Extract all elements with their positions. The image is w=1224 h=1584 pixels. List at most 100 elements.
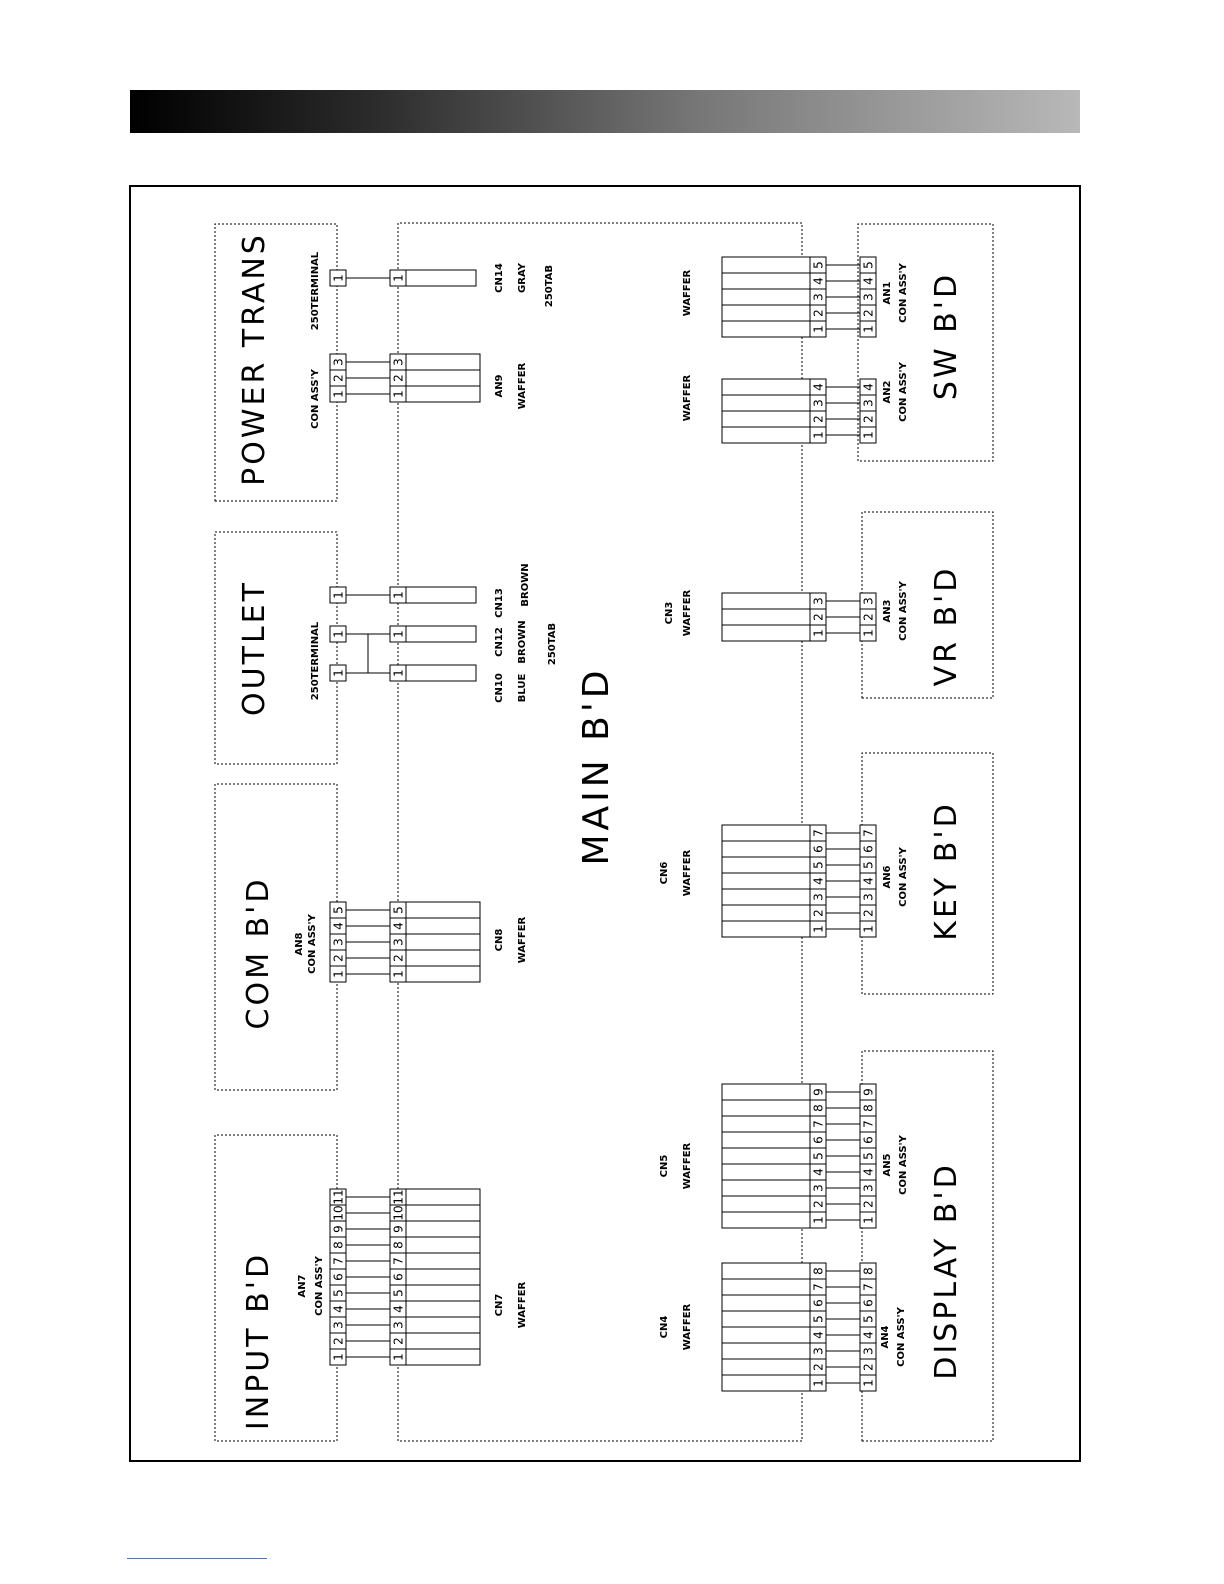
sw-a-con-pin-number: 4 <box>862 383 876 391</box>
cn5-main-pin-number: 3 <box>812 1184 826 1192</box>
label-sw-waffer-a: WAFFER <box>682 374 693 421</box>
cn4-con-pin-number: 4 <box>862 1331 876 1339</box>
cn7-housing-cell <box>405 1348 481 1366</box>
sw-b-con-pin-number: 4 <box>862 277 876 285</box>
cn7-housing-cell <box>405 1300 481 1318</box>
cn6-main-pin-number: 7 <box>812 829 826 837</box>
cn7-housing-cell <box>405 1252 481 1270</box>
cn7-con-pin-number: 10 <box>332 1205 346 1220</box>
cn5-housing-cell <box>721 1147 811 1165</box>
cn5-housing-cell <box>721 1163 811 1181</box>
label-cn4-type: WAFFER <box>682 1303 693 1350</box>
cn5-con-pin-number: 8 <box>862 1104 876 1112</box>
cn7-main-pin-number: 1 <box>392 1353 406 1361</box>
cn4-main-pin-number: 6 <box>812 1299 826 1307</box>
cn5-con-pin-number: 7 <box>862 1120 876 1128</box>
an9-con-pin-box <box>329 353 347 371</box>
cn12-tab-pin-number: 1 <box>392 630 406 638</box>
cn6-main-pin-number: 4 <box>812 877 826 885</box>
cn7-main-pin-number: 3 <box>392 1321 406 1329</box>
cn10-tab-pin-number: 1 <box>392 669 406 677</box>
cn3-main-pin-number: 3 <box>812 597 826 605</box>
cn5-main-pin-number: 6 <box>812 1136 826 1144</box>
sw-a-main-pin-number: 2 <box>812 415 826 423</box>
sw-b-main-pin-number: 2 <box>812 309 826 317</box>
cn7-main-pin-number: 5 <box>392 1289 406 1297</box>
label-an3-type: CON ASS'Y <box>898 580 909 640</box>
cn5-housing-cell <box>721 1179 811 1197</box>
label-an2-type: CON ASS'Y <box>898 361 909 421</box>
cn4-con-pin-number: 2 <box>862 1363 876 1371</box>
cn14-terminal-pin-box <box>329 269 347 287</box>
sw-a-housing-cell <box>721 394 811 412</box>
cn8-main-pin-number: 2 <box>392 954 406 962</box>
sw-b-housing-cell <box>721 272 811 290</box>
cn5-housing-cell <box>721 1131 811 1149</box>
board-label-power: POWER TRANS <box>237 232 272 486</box>
sw-a-con-pin-number: 2 <box>862 415 876 423</box>
cn6-housing-cell <box>721 872 811 890</box>
label-cn10-color: BLUE <box>517 674 528 703</box>
label-cn13-color: BROWN <box>520 563 531 606</box>
label-an7: AN7 <box>297 1274 308 1297</box>
cn5-main-pin-number: 4 <box>812 1168 826 1176</box>
cn7-con-pin-number: 2 <box>332 1337 346 1345</box>
cn4-housing-cell <box>721 1358 811 1376</box>
cn7-housing-cell <box>405 1204 481 1222</box>
board-label-main: MAIN B'D <box>576 667 617 866</box>
board-label-sw: SW B'D <box>929 272 964 400</box>
cn3-main-pin-number: 1 <box>812 629 826 637</box>
sw-b-con-pin-number: 1 <box>862 325 876 333</box>
cn8-con-pin-number: 3 <box>332 938 346 946</box>
cn7-housing-cell <box>405 1220 481 1238</box>
sw-a-housing-cell <box>721 410 811 428</box>
cn6-main-pin-number: 1 <box>812 925 826 933</box>
an9-housing-cell <box>405 353 481 371</box>
cn4-main-pin-number: 2 <box>812 1363 826 1371</box>
cn3-main-pin-number: 2 <box>812 613 826 621</box>
cn7-con-pin-number: 7 <box>332 1257 346 1265</box>
cn6-con-pin-box <box>859 824 877 842</box>
board-label-display: DISPLAY B'D <box>929 1162 964 1379</box>
label-cn14-color: GRAY <box>517 262 528 293</box>
sw-b-main-pin-number: 5 <box>812 261 826 269</box>
cn8-main-pin-number: 1 <box>392 970 406 978</box>
label-cn6-type: WAFFER <box>682 849 693 896</box>
cn5-con-pin-number: 5 <box>862 1152 876 1160</box>
cn4-main-pin-number: 4 <box>812 1331 826 1339</box>
label-outlet-tab: 250TAB <box>547 623 558 665</box>
label-cn10: CN10 <box>494 673 505 703</box>
cn13-terminal-pin-box <box>329 586 347 604</box>
cn6-main-pin-number: 5 <box>812 861 826 869</box>
cn6-housing-cell <box>721 904 811 922</box>
cn3-con-pin-number: 3 <box>862 597 876 605</box>
cn4-main-pin-number: 5 <box>812 1315 826 1323</box>
cn4-main-pin-box <box>809 1262 827 1280</box>
board-label-vr: VR B'D <box>929 566 964 687</box>
cn8-con-pin-number: 1 <box>332 970 346 978</box>
cn4-housing-cell <box>721 1342 811 1360</box>
cn13-terminal-pin-number: 1 <box>332 591 346 599</box>
an9-housing-cell <box>405 369 481 387</box>
an9-housing-cell <box>405 385 481 403</box>
cn5-main-pin-number: 2 <box>812 1200 826 1208</box>
label-an1-type: CON ASS'Y <box>898 262 909 322</box>
cn4-con-pin-number: 8 <box>862 1267 876 1275</box>
cn8-housing-cell <box>405 933 481 951</box>
sw-b-housing-cell <box>721 304 811 322</box>
cn6-housing-cell <box>721 824 811 842</box>
sw-b-con-pin-number: 5 <box>862 261 876 269</box>
cn7-housing-cell <box>405 1316 481 1334</box>
sw-b-con-pin-box <box>859 256 877 274</box>
label-an6-type: CON ASS'Y <box>898 846 909 906</box>
cn5-con-pin-number: 3 <box>862 1184 876 1192</box>
label-cn7-type: WAFFER <box>517 1281 528 1328</box>
cn8-con-pin-number: 4 <box>332 922 346 930</box>
cn5-con-pin-number: 9 <box>862 1088 876 1096</box>
cn12-terminal-pin-box <box>329 625 347 643</box>
cn6-con-pin-number: 5 <box>862 861 876 869</box>
cn4-housing-cell <box>721 1278 811 1296</box>
cn4-main-pin-number: 3 <box>812 1347 826 1355</box>
label-an7-type: CON ASS'Y <box>314 1255 325 1315</box>
